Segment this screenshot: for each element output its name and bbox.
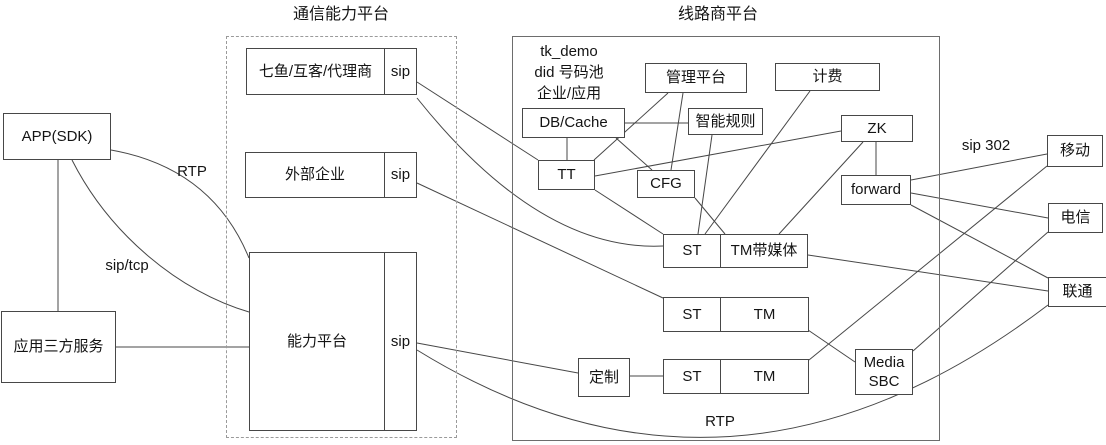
edge-label-sip-tcp: sip/tcp [105, 257, 149, 274]
carrier-platform-group [512, 36, 940, 441]
media-sbc-line2: SBC [868, 373, 900, 390]
edge-label-rtp-top: RTP [177, 163, 207, 180]
node-external-enterprise: 外部企业 sip [245, 152, 417, 198]
edge-cfg-stmedia [694, 197, 726, 235]
tm2-label: TM [720, 360, 808, 393]
node-db-cache: DB/Cache [522, 108, 625, 138]
node-billing: 计费 [775, 63, 880, 91]
capability-platform-label: 能力平台 [286, 332, 347, 350]
node-st-tm-1: ST TM [663, 297, 809, 332]
node-capability-platform: 能力平台 sip [249, 252, 417, 431]
edge-tm2-mobile [808, 165, 1048, 361]
edge-label-rtp-bottom: RTP [705, 413, 735, 430]
edge-mgmt-tt [593, 92, 669, 161]
edge-forward-unicom [910, 204, 1049, 279]
edge-mediasbc-telecom [912, 231, 1049, 352]
external-sip-port: sip [384, 153, 416, 197]
edge-dbcache-cfg [615, 137, 653, 171]
edge-tt-stmedia [594, 189, 664, 235]
comm-platform-title: 通信能力平台 [292, 6, 389, 23]
edge-billing-stmedia [704, 90, 811, 235]
tk-demo-note: tk_demo did 号码池 企业/应用 [508, 41, 630, 104]
node-forward: forward [841, 175, 911, 205]
edge-tt-zk [594, 130, 842, 177]
node-mobile: 移动 [1047, 135, 1103, 167]
external-enterprise-label: 外部企业 [284, 166, 345, 183]
st1-label: ST [682, 305, 702, 323]
node-cfg: CFG [637, 170, 695, 198]
node-custom: 定制 [578, 358, 630, 397]
carrier-platform-title: 线路商平台 [677, 6, 758, 23]
edge-capabilitysip-custom [416, 342, 579, 374]
node-app-sdk: APP(SDK) [3, 113, 111, 160]
node-zk: ZK [841, 115, 913, 142]
node-st-tm-media: ST TM带媒体 [663, 234, 808, 268]
edge-mgmt-cfg [670, 92, 684, 171]
node-telecom: 电信 [1048, 203, 1103, 233]
edge-qiyusip-stmedia [416, 97, 664, 247]
edge-app-capability-siptcp [71, 159, 250, 313]
node-mgmt-platform: 管理平台 [645, 63, 747, 93]
note-line-3: 企业/应用 [536, 85, 602, 102]
media-sbc-line1: Media [863, 354, 905, 371]
tm-media-label: TM带媒体 [720, 235, 807, 267]
capability-sip-port: sip [384, 253, 416, 430]
qiyu-sip-port: sip [384, 49, 416, 94]
node-third-party-service: 应用三方服务 [1, 311, 116, 383]
st2-label: ST [682, 367, 702, 385]
edge-tm1-mediasbc [807, 329, 856, 363]
node-media-sbc: Media SBC [855, 349, 913, 395]
note-line-2: did 号码池 [534, 64, 604, 81]
node-unicom: 联通 [1048, 277, 1106, 307]
edge-forward-mobile [910, 153, 1048, 181]
node-st-tm-2: ST TM [663, 359, 809, 394]
edge-qiyusip-tt [416, 81, 539, 161]
edge-label-sip-302: sip 302 [961, 137, 1011, 154]
node-qiyu-agent: 七鱼/互客/代理商 sip [246, 48, 417, 95]
note-line-1: tk_demo [540, 43, 598, 60]
edge-app-capability-rtp [110, 149, 250, 259]
edge-externalsip-st1 [416, 182, 664, 299]
comm-platform-group [226, 36, 457, 438]
node-smart-rules: 智能规则 [688, 108, 763, 135]
edge-forward-telecom [910, 192, 1049, 219]
edge-smartrules-stmedia [697, 134, 713, 235]
edge-zk-tmmedia [778, 141, 864, 235]
node-tt: TT [538, 160, 595, 190]
edge-tmmedia-unicom [807, 254, 1049, 292]
qiyu-agent-label: 七鱼/互客/代理商 [258, 62, 373, 80]
tm1-label: TM [720, 298, 808, 331]
edge-capabilitysip-unicom-rtp [416, 304, 1049, 438]
st-media-label: ST [682, 242, 702, 259]
